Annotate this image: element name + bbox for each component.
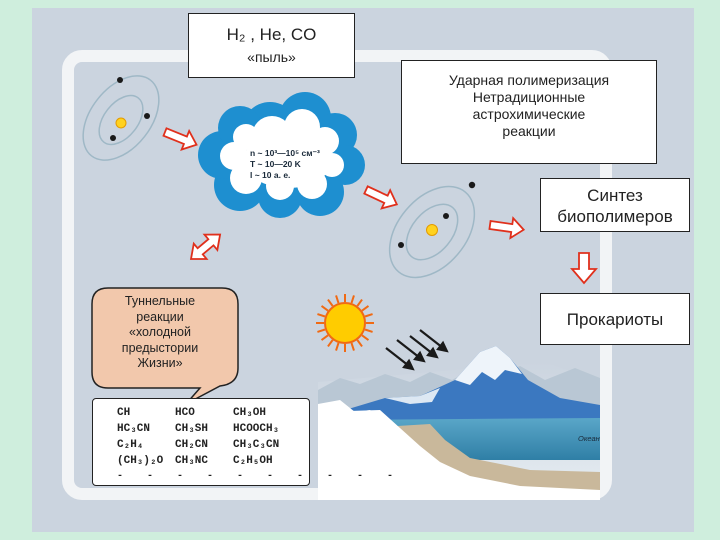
orbit-ring — [98, 94, 144, 146]
star-icon — [426, 224, 438, 236]
tunnel-line: Жизни» — [137, 356, 183, 370]
polymerization-line: астрохимические — [472, 106, 586, 122]
planet-icon — [443, 213, 449, 219]
sun-ray — [335, 295, 340, 304]
continuation-dashes: - - - - - - - - - - — [117, 471, 403, 482]
planet-icon — [398, 242, 404, 248]
molecule: HC₃CN — [117, 423, 151, 435]
planet-icon — [117, 77, 123, 83]
dust-label: «пыль» — [247, 49, 296, 65]
arrow-icon — [488, 216, 526, 240]
tunnel-reactions-text: Туннельные реакции «холодной предыстории… — [95, 294, 225, 372]
molecule-row: C₂H₄ CH₂CN CH₃C₃CN — [117, 439, 309, 455]
ocean-label: Океан — [578, 434, 600, 443]
planet-icon — [110, 135, 116, 141]
sun-ray — [364, 328, 373, 333]
arrow-icon — [363, 185, 399, 210]
polymerization-box: Ударная полимеризация Нетрадиционные аст… — [401, 60, 657, 164]
orbit-ring — [388, 185, 476, 279]
orbit-ring — [405, 203, 459, 261]
polymerization-line: Ударная полимеризация — [448, 72, 610, 88]
synthesis-line: Синтез — [587, 186, 643, 205]
sun-ray — [320, 305, 329, 312]
temperature-param: T ~ 10—20 K — [250, 159, 301, 169]
molecule: HCO — [175, 407, 195, 419]
molecules-list-box: CH HCO CH₃OH HC₃CN CH₃SH HCOOCH₃ C₂H₄ CH… — [92, 398, 403, 486]
sun-ray — [335, 342, 340, 351]
polymerization-line: Нетрадиционные — [472, 89, 586, 105]
biopolymer-synthesis-box: Синтез биополимеров — [540, 178, 690, 232]
star-system-2 — [388, 181, 476, 279]
cloud-parameters: n ~ 10³—10⁵ см⁻³ T ~ 10—20 K l ~ 10 а. е… — [250, 148, 320, 181]
molecule: C₂H₄ — [117, 439, 144, 451]
size-param: l ~ 10 а. е. — [250, 170, 291, 180]
gas-composition-box: H₂ , He, CO «пыль» — [188, 13, 355, 78]
star-system-1 — [82, 75, 160, 161]
planet-icon — [468, 181, 476, 189]
double-arrow-icon — [189, 233, 222, 260]
sun-ray — [364, 313, 373, 318]
sun-ray — [317, 328, 326, 333]
prokaryotes-box: Прокариоты — [540, 293, 690, 345]
sun-ray — [356, 298, 363, 307]
arrow-icon — [162, 127, 198, 151]
tunnel-line: предыстории — [121, 340, 199, 355]
tunnel-line: реакции — [136, 309, 184, 324]
flow-arrows — [162, 127, 598, 285]
molecule-row: (CH₃)₂O CH₃NC C₂H₅OH — [117, 455, 309, 471]
gas-formula: H₂ , He, CO — [226, 25, 317, 44]
molecule: CH₂CN — [175, 439, 209, 451]
arrow-down-icon — [570, 252, 598, 285]
earth-landscape — [318, 346, 600, 500]
star-icon — [115, 117, 127, 129]
molecular-cloud-icon — [198, 92, 365, 218]
molecule-row: CH HCO CH₃OH — [117, 407, 309, 423]
sun-ray — [350, 342, 355, 351]
sun-ray — [320, 334, 329, 341]
density-param: n ~ 10³—10⁵ см⁻³ — [250, 148, 320, 158]
sun-icon — [316, 294, 374, 352]
planet-icon — [144, 113, 150, 119]
sun-ray — [356, 339, 363, 348]
tunnel-line: Туннельные — [124, 294, 196, 308]
tunnel-line: «холодной — [129, 325, 191, 339]
orbit-ring — [82, 75, 160, 161]
molecule: CH₃OH — [233, 407, 267, 419]
prokaryotes-label: Прокариоты — [566, 310, 664, 329]
molecule-row: HC₃CN CH₃SH HCOOCH₃ — [117, 423, 309, 439]
polymerization-line: реакции — [502, 123, 556, 139]
molecule: (CH₃)₂O — [117, 455, 164, 467]
sun-ray — [327, 298, 334, 307]
sun-ray — [361, 334, 370, 341]
molecule: C₂H₅OH — [233, 455, 273, 467]
sun-ray — [350, 295, 355, 304]
molecule: CH₃SH — [175, 423, 209, 435]
sun-ray — [327, 339, 334, 348]
molecule: HCOOCH₃ — [233, 423, 280, 435]
radiation-arrows — [385, 329, 449, 371]
sun-ray — [317, 313, 326, 318]
molecule: CH₃NC — [175, 455, 209, 467]
molecule: CH — [117, 407, 131, 419]
sun-ray — [361, 305, 370, 312]
synthesis-line: биополимеров — [557, 207, 673, 226]
molecule: CH₃C₃CN — [233, 439, 280, 451]
